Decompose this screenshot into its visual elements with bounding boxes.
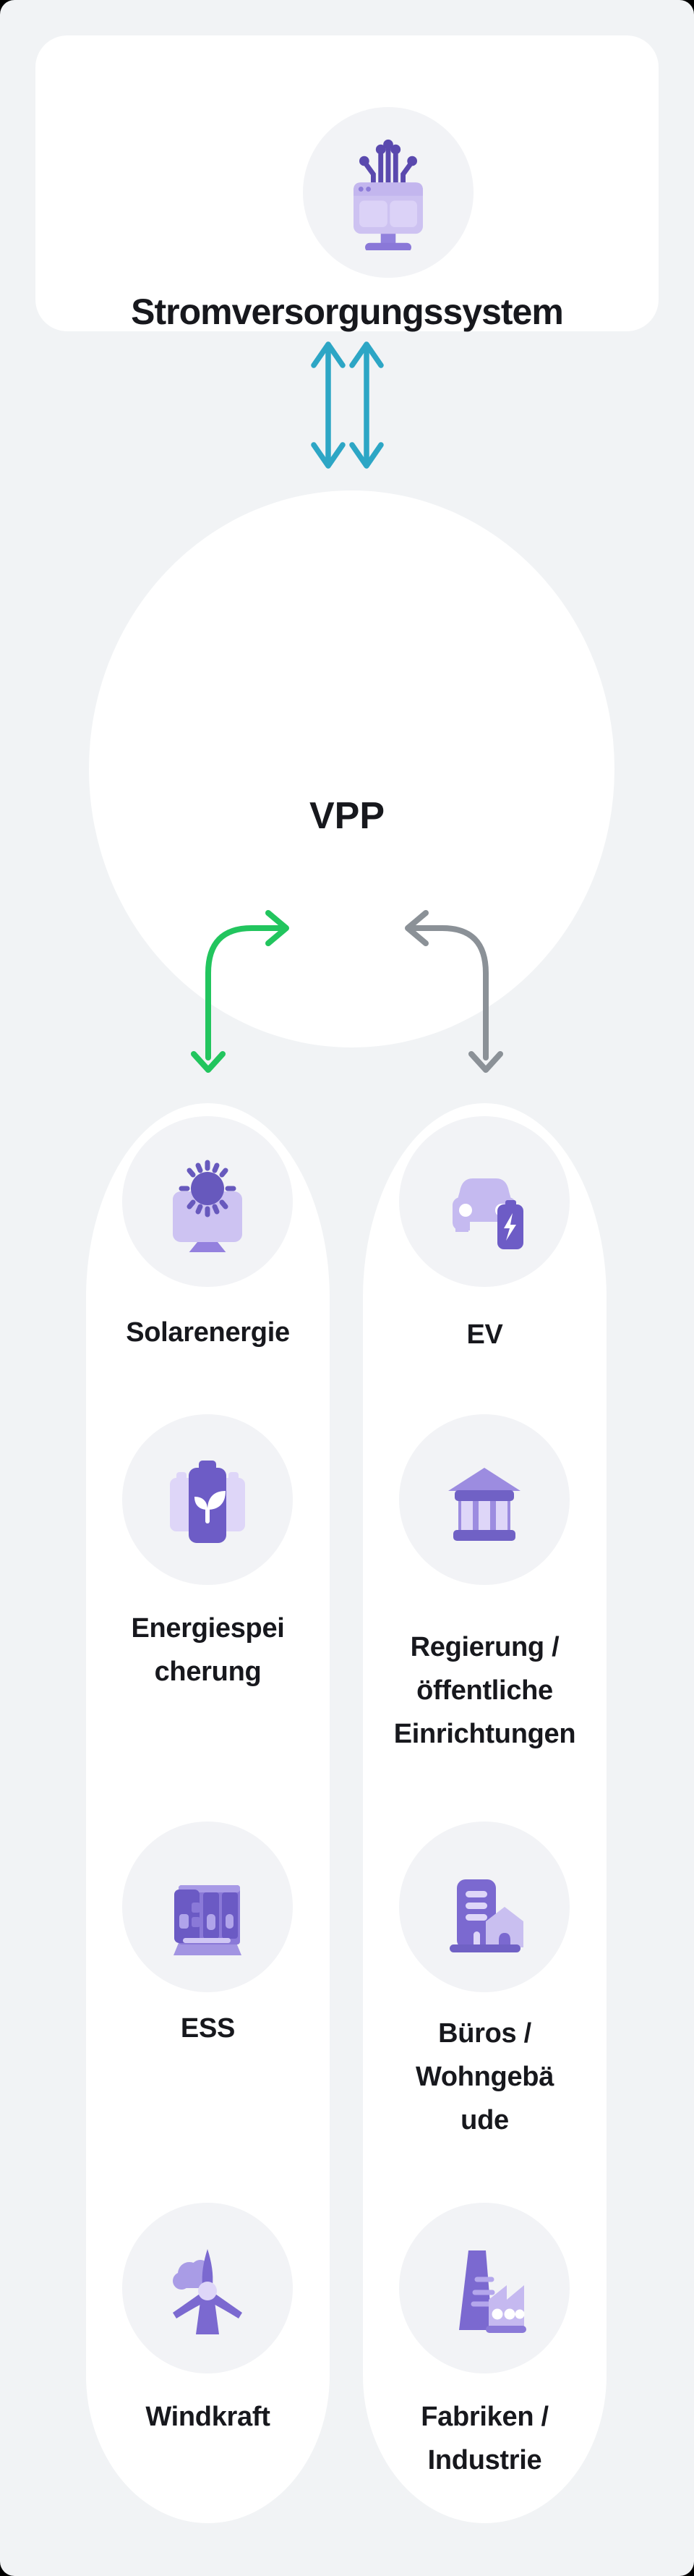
item-label: Regierung / öffentliche Einrichtungen [393, 1632, 576, 1749]
wind-turbine-icon [173, 2249, 242, 2334]
solar-icon [173, 1160, 242, 1252]
vpp-hub-circle [89, 490, 614, 1047]
ess-icon-circle [122, 1822, 293, 1992]
double-vertical-arrow [311, 341, 384, 469]
curved-arrow-to-right-column [405, 910, 503, 1073]
factory-icon-circle [399, 2203, 570, 2373]
item-label: Solarenergie [126, 1317, 290, 1348]
battery-storage-icon [170, 1461, 245, 1543]
battery-storage-icon-circle [122, 1414, 293, 1585]
government-icon [448, 1468, 520, 1541]
item-label: EV [466, 1319, 503, 1350]
item-label: Windkraft [145, 2402, 270, 2432]
curved-arrow-to-left-column [191, 910, 289, 1073]
buildings-icon-circle [399, 1822, 570, 1992]
item-label: Energiespei cherung [131, 1613, 285, 1687]
buildings-icon [450, 1879, 523, 1952]
solar-icon-circle [122, 1116, 293, 1287]
ess-icon [174, 1885, 241, 1955]
item-label: Büros / Wohngebä ude [415, 2018, 554, 2135]
power-system-icon-circle [303, 107, 474, 278]
consumers-column: EV Regierung / öffentliche Einrichtungen [363, 1103, 607, 2523]
ev-icon-circle [399, 1116, 570, 1287]
page-title: Stromversorgungssystem [131, 292, 564, 332]
ev-icon [453, 1178, 523, 1249]
item-label: ESS [180, 2013, 236, 2044]
item-label: Fabriken / Industrie [421, 2402, 549, 2475]
power-supply-system-card: Stromversorgungssystem [35, 35, 659, 332]
government-icon-circle [399, 1414, 570, 1585]
power-system-icon [354, 139, 423, 250]
wind-turbine-icon-circle [122, 2203, 293, 2373]
sources-column: Solarenergie Energiespei cherung [86, 1103, 330, 2523]
vpp-label: VPP [309, 795, 385, 837]
factory-icon [459, 2250, 526, 2333]
